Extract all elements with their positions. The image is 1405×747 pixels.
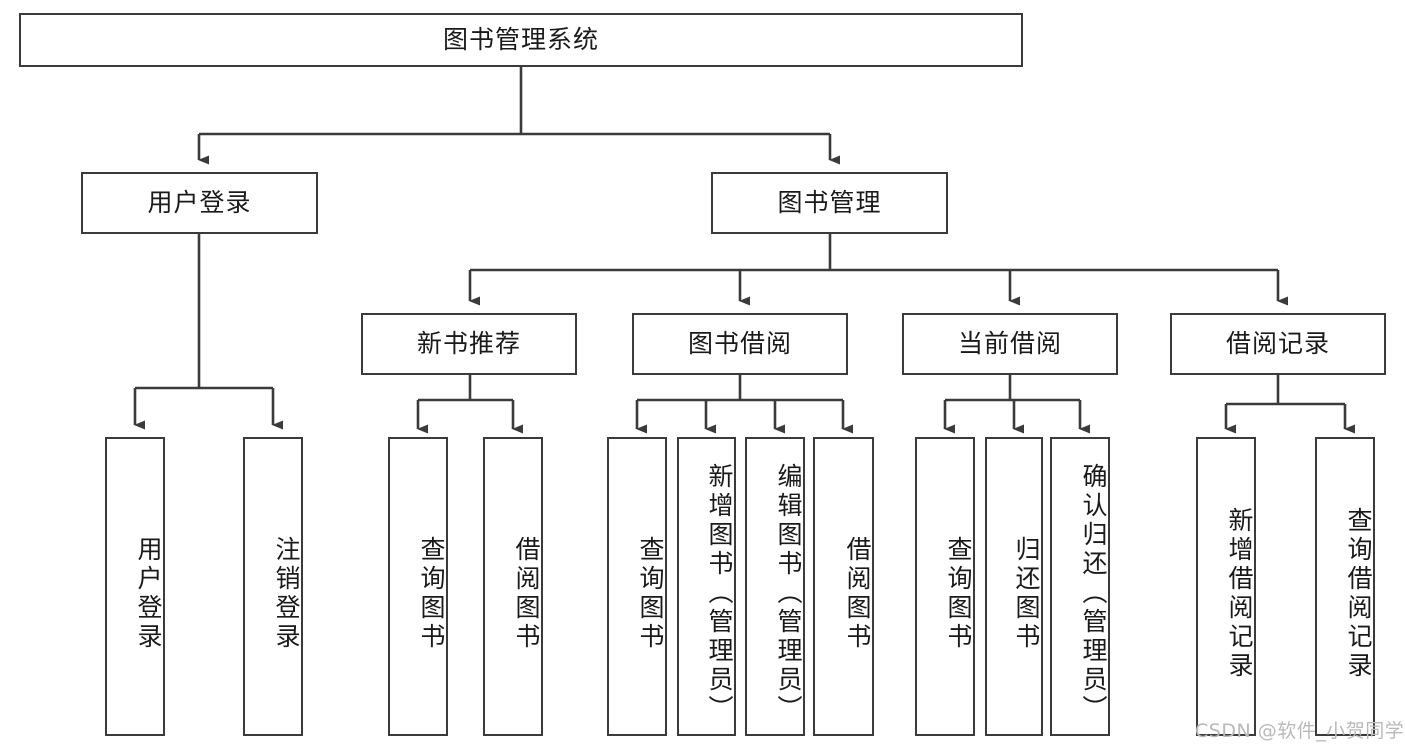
- leaf-borrow-book-borrow[interactable]: 借阅图书: [813, 437, 874, 736]
- node-current-borrow[interactable]: 当前借阅: [902, 313, 1118, 375]
- node-borrow-record[interactable]: 借阅记录: [1170, 313, 1386, 375]
- node-root-system[interactable]: 图书管理系统: [19, 13, 1023, 67]
- csdn-watermark: CSDN @软件_小贺同学: [1195, 720, 1405, 742]
- leaf-edit-book-admin[interactable]: 编辑图书（管理员）: [745, 437, 805, 736]
- leaf-query-book-current[interactable]: 查询图书: [915, 437, 975, 736]
- leaf-query-borrow-record[interactable]: 查询借阅记录: [1315, 437, 1375, 736]
- leaf-query-book-borrow[interactable]: 查询图书: [607, 437, 667, 736]
- leaf-user-login[interactable]: 用户登录: [105, 437, 165, 736]
- leaf-confirm-return-admin[interactable]: 确认归还（管理员）: [1050, 437, 1110, 736]
- node-book-borrow[interactable]: 图书借阅: [632, 313, 848, 375]
- leaf-return-book[interactable]: 归还图书: [985, 437, 1043, 736]
- leaf-borrow-book-recommend[interactable]: 借阅图书: [483, 437, 543, 736]
- leaf-query-book-recommend[interactable]: 查询图书: [388, 437, 448, 736]
- leaf-add-book-admin[interactable]: 新增图书（管理员）: [677, 437, 736, 736]
- leaf-add-borrow-record[interactable]: 新增借阅记录: [1196, 437, 1256, 736]
- node-book-manage[interactable]: 图书管理: [711, 172, 948, 234]
- leaf-logout-login[interactable]: 注销登录: [243, 437, 303, 736]
- node-new-book-recommend[interactable]: 新书推荐: [361, 313, 577, 375]
- node-user-login[interactable]: 用户登录: [81, 172, 318, 234]
